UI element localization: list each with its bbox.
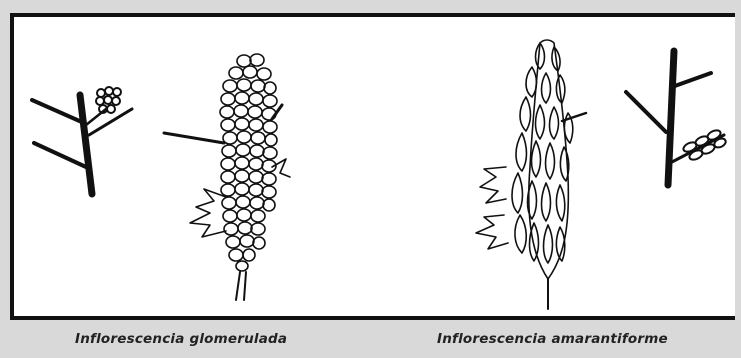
amaranthiform-inflorescence-icon — [476, 40, 586, 309]
illustration-canvas — [14, 17, 735, 320]
caption-amaranthiform: Inflorescencia amarantiforme — [437, 331, 668, 347]
glomerulate-inflorescence-icon — [164, 54, 290, 300]
illustration-panel — [10, 13, 735, 320]
branch-with-elongated-cluster-icon — [626, 51, 727, 185]
branch-with-glomerules-icon — [32, 87, 132, 194]
caption-glomerulate: Inflorescencia glomerulada — [75, 331, 287, 347]
